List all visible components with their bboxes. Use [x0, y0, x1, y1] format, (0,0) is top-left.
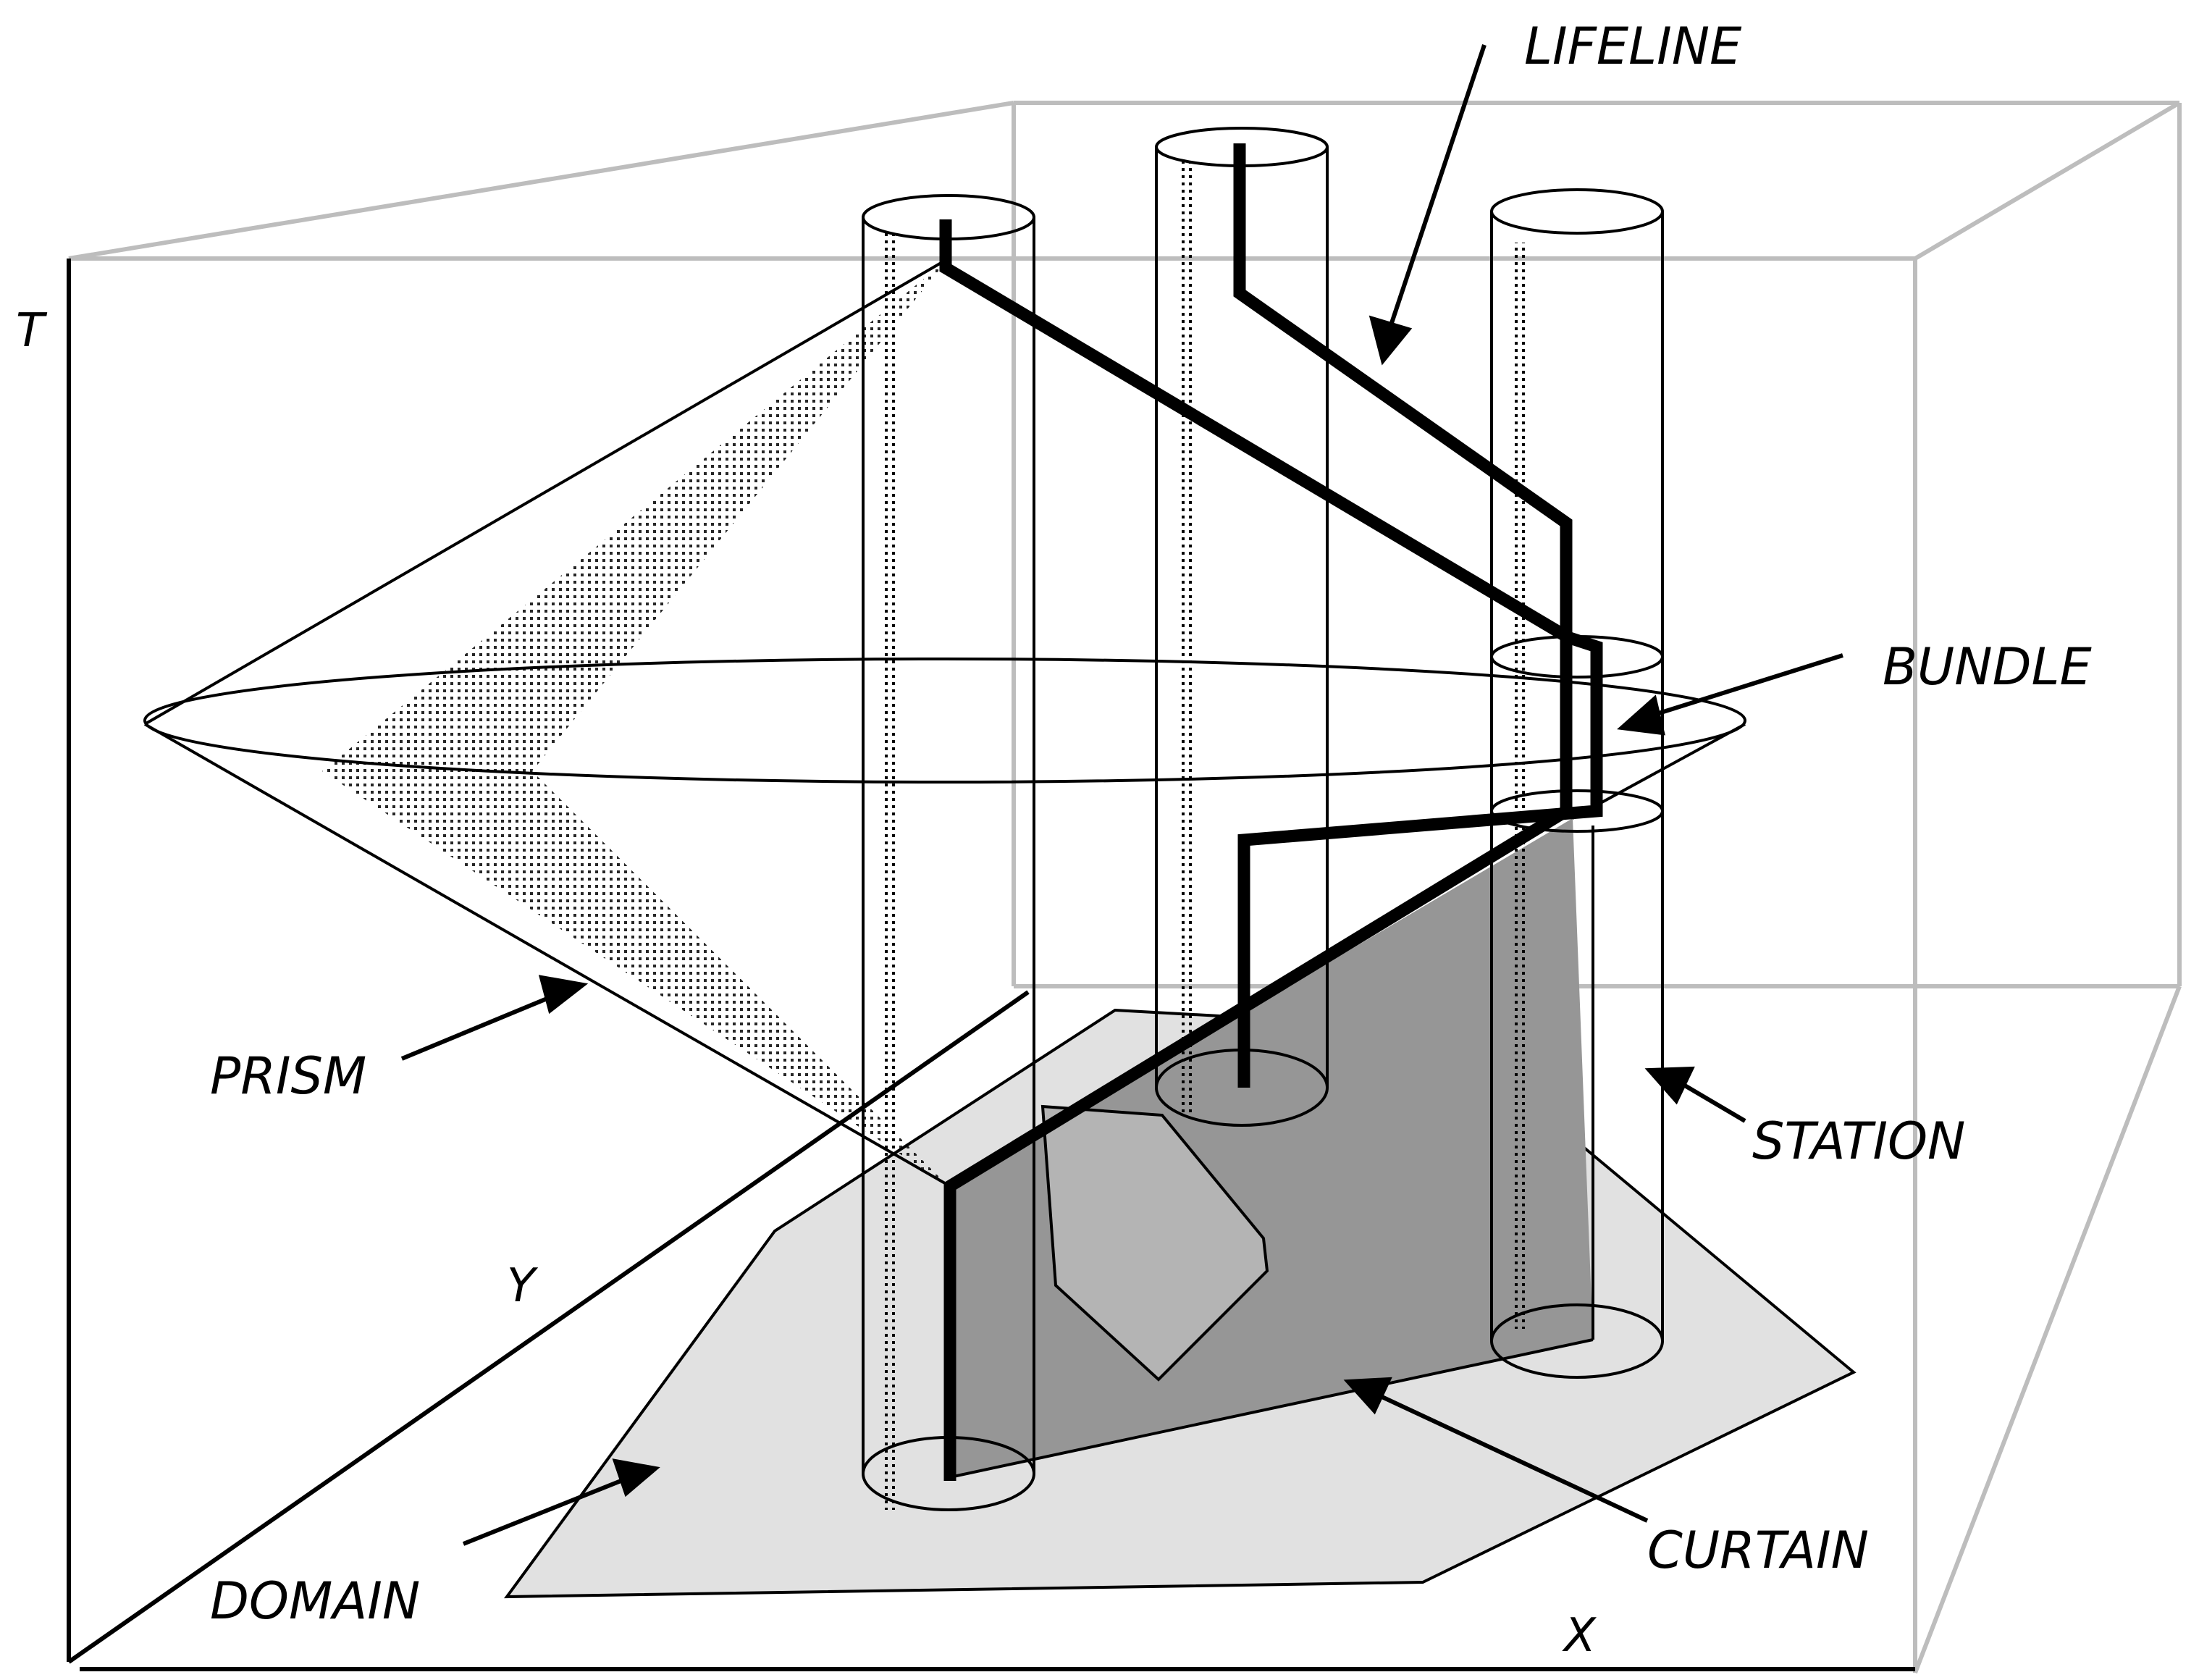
station-label: STATION [1752, 1112, 1965, 1171]
lifeline-path-second [943, 143, 1573, 1481]
stations [862, 127, 1664, 1511]
prism-upper-left-edge [143, 257, 950, 726]
prism-arrow [400, 994, 555, 1061]
y-axis-label: Y [507, 1259, 539, 1313]
space-time-box [68, 101, 2182, 1674]
station-cylinder-right [1490, 188, 1664, 1379]
prism-dotted-wedge [322, 259, 949, 1186]
box-top-left-edge [68, 101, 1014, 261]
y-axis-line [67, 990, 1030, 1664]
bundle-label: BUNDLE [1883, 637, 2093, 697]
lifeline-arrow [1388, 44, 1487, 328]
domain-label: DOMAIN [210, 1571, 420, 1631]
label-arrows [400, 44, 1843, 1546]
station-arrow-head [1644, 1066, 1695, 1105]
curtain-arrow-head [1343, 1377, 1392, 1415]
station-arrow [1678, 1080, 1746, 1123]
lifeline-path [939, 219, 1603, 1088]
lifeline-label: LIFELINE [1524, 17, 1742, 76]
labels: T Y X LIFELINE BUNDLE PRISM STATION DOMA… [16, 17, 2093, 1663]
prism-disk-ellipse [143, 658, 1746, 784]
t-axis-label: T [16, 304, 48, 358]
bundle-arrow-head [1617, 694, 1665, 736]
axes [67, 259, 1915, 1671]
station-cylinder-middle [1155, 127, 1329, 1127]
curtain-arrow [1374, 1392, 1649, 1523]
obstacle-polygon [1040, 1104, 1269, 1382]
prism-lower-left-edge [144, 723, 951, 1188]
prism-arrow-head [538, 975, 589, 1015]
box-floor-right-edge [1913, 985, 2182, 1674]
lifeline-arrow-head [1368, 315, 1413, 366]
box-top-right-edge [1914, 101, 2181, 261]
prism-label: PRISM [210, 1046, 366, 1106]
curtain-bottom-edge [949, 1338, 1594, 1479]
curtain-label: CURTAIN [1647, 1521, 1869, 1580]
domain-arrow-head [612, 1458, 660, 1498]
x-axis-label: X [1562, 1609, 1597, 1663]
domain-arrow [462, 1475, 631, 1546]
bundle-arrow [1647, 653, 1843, 719]
